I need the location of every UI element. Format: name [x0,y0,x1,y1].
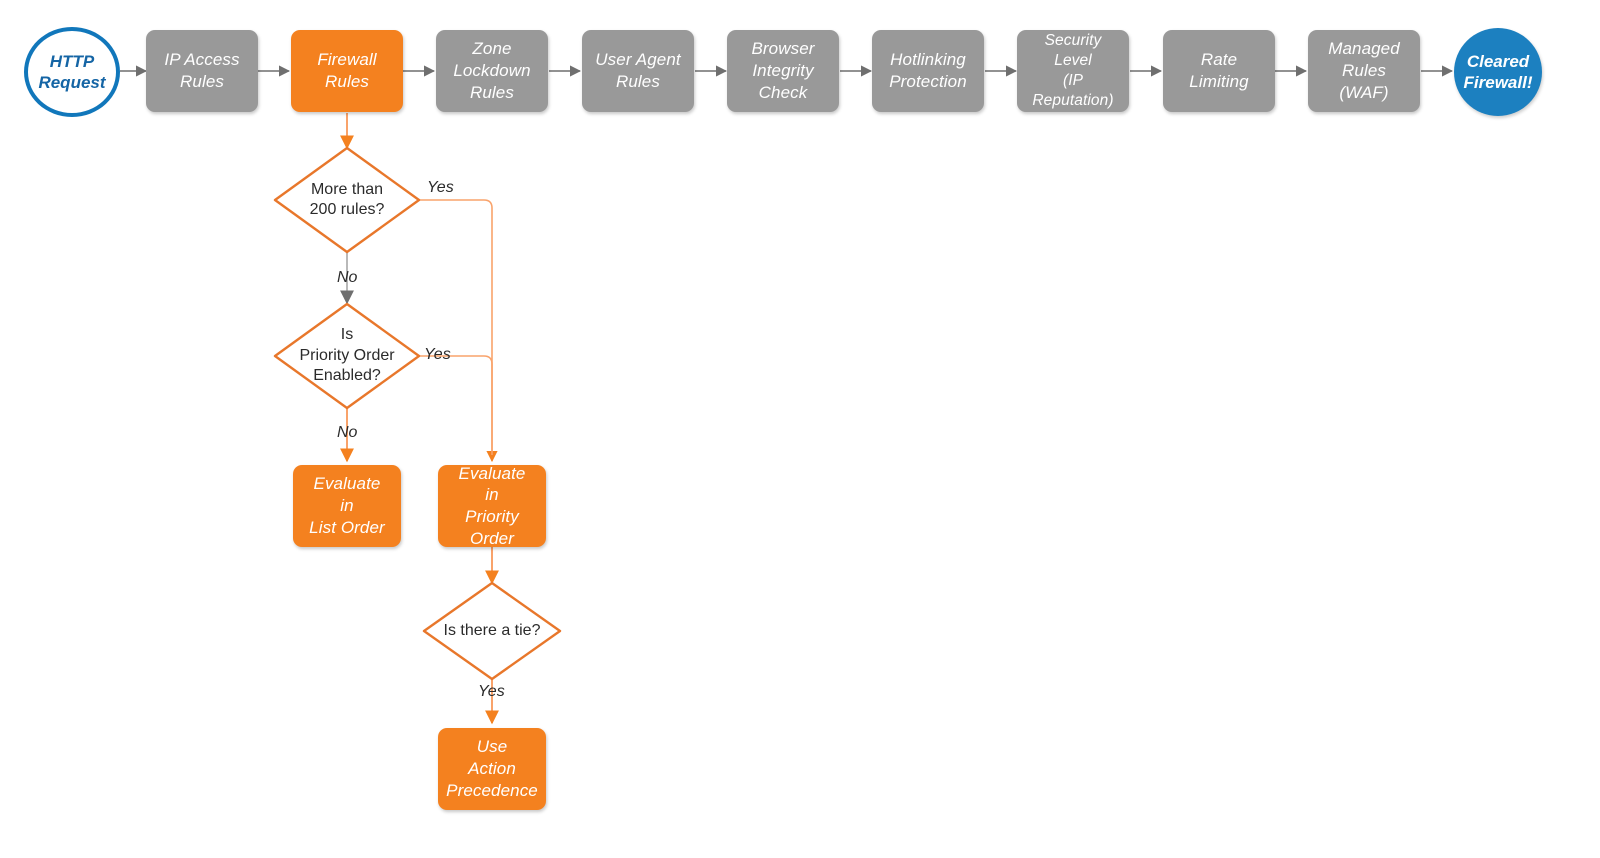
node-cleared-firewall-label: Cleared Firewall! [1463,51,1533,92]
node-browser-integrity-check-label: Browser Integrity Check [751,39,815,102]
node-decision-more-than-200-label: More than 200 rules? [309,180,385,218]
edge-label-priority-order-no: No [337,424,358,441]
node-firewall-rules[interactable]: Firewall Rules [291,30,403,112]
node-decision-more-than-200[interactable]: More than 200 rules? [275,148,419,252]
edge-priority-yes [418,355,493,455]
edge-label-tie-yes: Yes [478,683,505,700]
node-security-level[interactable]: Security Level (IP Reputation) [1017,30,1129,112]
node-http-request[interactable]: HTTP Request [24,27,120,117]
node-evaluate-list-order[interactable]: Evaluate in List Order [293,465,401,547]
edge-label-more-than-200-no: No [337,269,358,286]
node-cleared-firewall[interactable]: Cleared Firewall! [1454,28,1542,116]
node-managed-rules-waf-label: Managed Rules (WAF) [1328,39,1400,102]
node-ip-access-rules-label: IP Access Rules [164,50,240,91]
edge-label-priority-order-yes: Yes [424,346,451,363]
node-zone-lockdown-rules[interactable]: Zone Lockdown Rules [436,30,548,112]
node-zone-lockdown-rules-label: Zone Lockdown Rules [453,39,531,102]
node-hotlinking-protection[interactable]: Hotlinking Protection [872,30,984,112]
node-evaluate-list-order-label: Evaluate in List Order [309,474,385,537]
node-http-request-label: HTTP Request [38,51,106,92]
node-evaluate-priority-order-label: Evaluate in Priority Order [458,463,526,548]
node-ip-access-rules[interactable]: IP Access Rules [146,30,258,112]
node-managed-rules-waf[interactable]: Managed Rules (WAF) [1308,30,1420,112]
node-browser-integrity-check[interactable]: Browser Integrity Check [727,30,839,112]
node-firewall-rules-label: Firewall Rules [317,50,377,91]
node-hotlinking-protection-label: Hotlinking Protection [889,50,967,91]
node-user-agent-rules[interactable]: User Agent Rules [582,30,694,112]
node-decision-priority-order[interactable]: Is Priority Order Enabled? [275,304,419,408]
edge-label-more-than-200-yes: Yes [427,179,454,196]
node-use-action-precedence[interactable]: Use Action Precedence [438,728,546,810]
node-evaluate-priority-order[interactable]: Evaluate in Priority Order [438,463,546,548]
node-decision-priority-order-label: Is Priority Order Enabled? [299,326,395,385]
edge-decision200-yes [418,199,498,463]
node-decision-tie[interactable]: Is there a tie? [424,583,560,679]
node-user-agent-rules-label: User Agent Rules [595,50,681,91]
node-decision-tie-label: Is there a tie? [443,621,541,639]
node-use-action-precedence-label: Use Action Precedence [446,737,538,800]
node-rate-limiting-label: Rate Limiting [1189,50,1249,91]
node-security-level-label: Security Level (IP Reputation) [1032,32,1114,109]
node-rate-limiting[interactable]: Rate Limiting [1163,30,1275,112]
